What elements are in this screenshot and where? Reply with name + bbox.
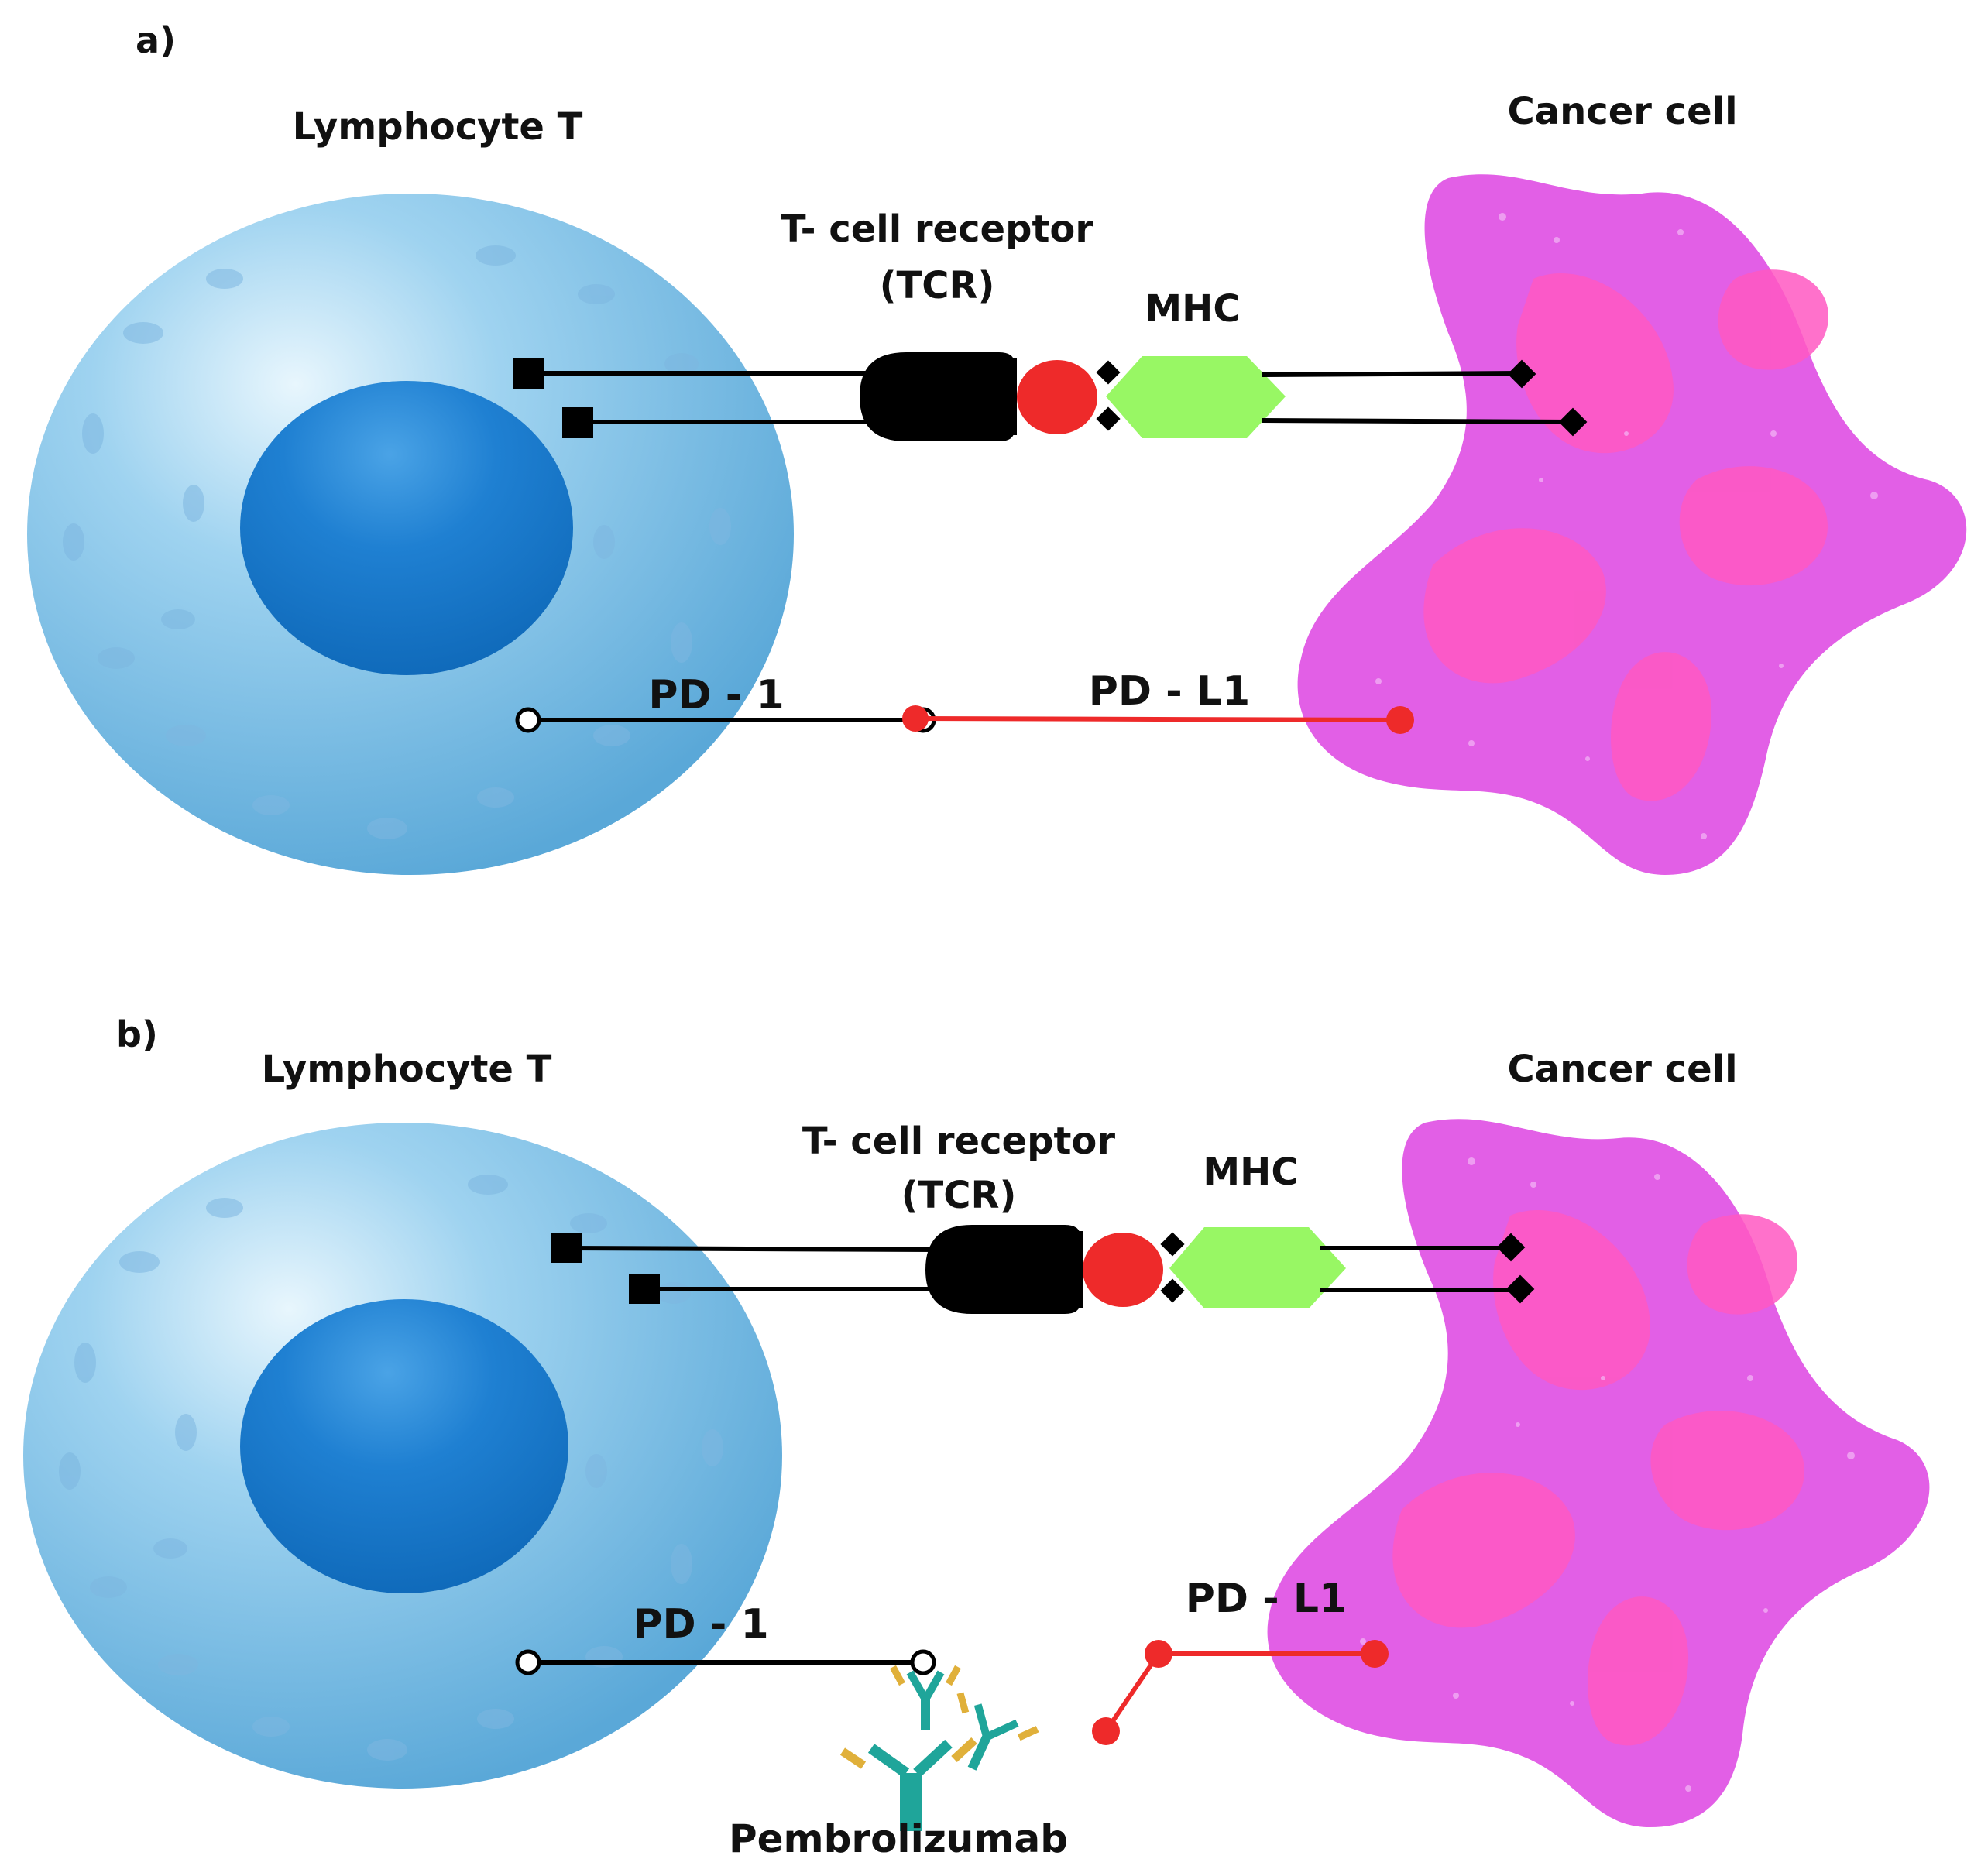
panel-a-tcell-nucleus — [240, 381, 573, 675]
panel-a-mhc-diamond-2 — [1096, 406, 1121, 431]
panel-b-pdl1-joint — [1145, 1640, 1172, 1668]
panel-b-tcell-nucleus — [240, 1299, 568, 1593]
panel-b-pembrolizumab-antibodies — [839, 1665, 1039, 1831]
panel-b-mhc-diamond-1 — [1160, 1232, 1185, 1257]
panel-b-cancer-cell — [1267, 1119, 1930, 1827]
panel-a-tcell-granules — [63, 245, 731, 839]
panel-a-anchor-square-1 — [513, 358, 544, 389]
panel-a-antigen — [1017, 360, 1097, 434]
antibody-icon — [839, 1737, 977, 1831]
panel-b-tcr-cap — [1061, 1231, 1083, 1308]
panel-a-pd1-label: PD - 1 — [648, 672, 784, 719]
panel-b-pdl1-label: PD - L1 — [1186, 1576, 1347, 1622]
panel-b-cancer-label: Cancer cell — [1507, 1048, 1737, 1091]
panel-a-cancer-diamond-1 — [1507, 359, 1536, 389]
panel-b-pdl1-anchor — [1361, 1640, 1389, 1668]
panel-a-pdl1-bound-tip — [902, 705, 929, 732]
panel-a-lymphocyte-label: Lymphocyte T — [293, 105, 583, 149]
panel-b-mhc-anchors — [1320, 1233, 1535, 1304]
panel-b-pd1-label: PD - 1 — [633, 1601, 768, 1648]
panel-b-mhc — [1169, 1227, 1346, 1308]
panel-b-tcell-granules — [59, 1175, 723, 1761]
panel-b-lymphocyte — [23, 1123, 782, 1789]
panel-a-anchor-square-2 — [562, 407, 593, 438]
panel-b-lymphocyte-label: Lymphocyte T — [262, 1048, 552, 1091]
panel-a-pdl1-line — [917, 716, 1401, 722]
panel-b-tcr-label-line2: (TCR) — [901, 1174, 1017, 1217]
panel-a-pdl1-anchor — [1386, 706, 1414, 734]
panel-a-cancer-diamond-2 — [1558, 407, 1588, 437]
panel-b-cancer-diamond-1 — [1496, 1233, 1526, 1262]
panel-b-drug-label: Pembrolizumab — [729, 1816, 1068, 1861]
panel-a-lymphocyte — [27, 194, 794, 875]
panel-a-pd1-anchor — [515, 707, 541, 733]
panel-b-antigen — [1083, 1233, 1163, 1307]
panel-a-letter: a) — [136, 19, 176, 61]
panel-a-tcr-receptor — [860, 352, 1015, 441]
panel-b-cancer-nuclei — [1392, 1209, 1804, 1746]
panel-a-tcr-cap — [995, 358, 1017, 435]
panel-a-cancer-label: Cancer cell — [1507, 90, 1737, 133]
panel-b-mhc-diamond-2 — [1160, 1278, 1185, 1303]
panel-a-mhc-anchors — [1262, 359, 1588, 437]
panel-a-tcr-label-line1: T- cell receptor — [781, 207, 1093, 251]
panel-b-cancer-speckles — [1360, 1157, 1855, 1792]
panel-a-pdl1-label: PD - L1 — [1089, 668, 1250, 715]
panel-b-letter: b) — [116, 1013, 158, 1055]
panel-a-mhc-diamond-1 — [1096, 360, 1121, 385]
panel-a-tcr-label-line2: (TCR) — [880, 264, 995, 307]
panel-b-tcr-receptor — [925, 1225, 1080, 1314]
panel-b-pdl1-free-tip — [1092, 1717, 1120, 1745]
panel-b-pd1-end — [910, 1649, 936, 1675]
panel-a-tcr-anchors — [513, 358, 891, 438]
panel-b-mhc-label: MHC — [1203, 1151, 1298, 1194]
panel-b-anchor-square-2 — [629, 1274, 660, 1304]
panel-a-cancer-cell — [1297, 174, 1967, 875]
antibody-icon — [956, 1692, 1039, 1771]
antibody-icon — [890, 1665, 961, 1730]
panel-b-tcr-anchors — [551, 1233, 938, 1304]
panel-b: b) — [23, 1013, 1930, 1861]
panel-a-mhc-label: MHC — [1145, 287, 1240, 331]
panel-b-cancer-diamond-2 — [1505, 1274, 1535, 1304]
panel-a-cancer-nuclei — [1423, 269, 1828, 801]
panel-a: a) — [27, 19, 1967, 875]
panel-b-anchor-square-1 — [551, 1233, 582, 1263]
panel-b-pd1-anchor — [515, 1649, 541, 1675]
panel-a-cancer-speckles — [1375, 213, 1878, 839]
panel-a-mhc — [1106, 356, 1286, 438]
panel-b-tcr-label-line1: T- cell receptor — [802, 1120, 1115, 1163]
